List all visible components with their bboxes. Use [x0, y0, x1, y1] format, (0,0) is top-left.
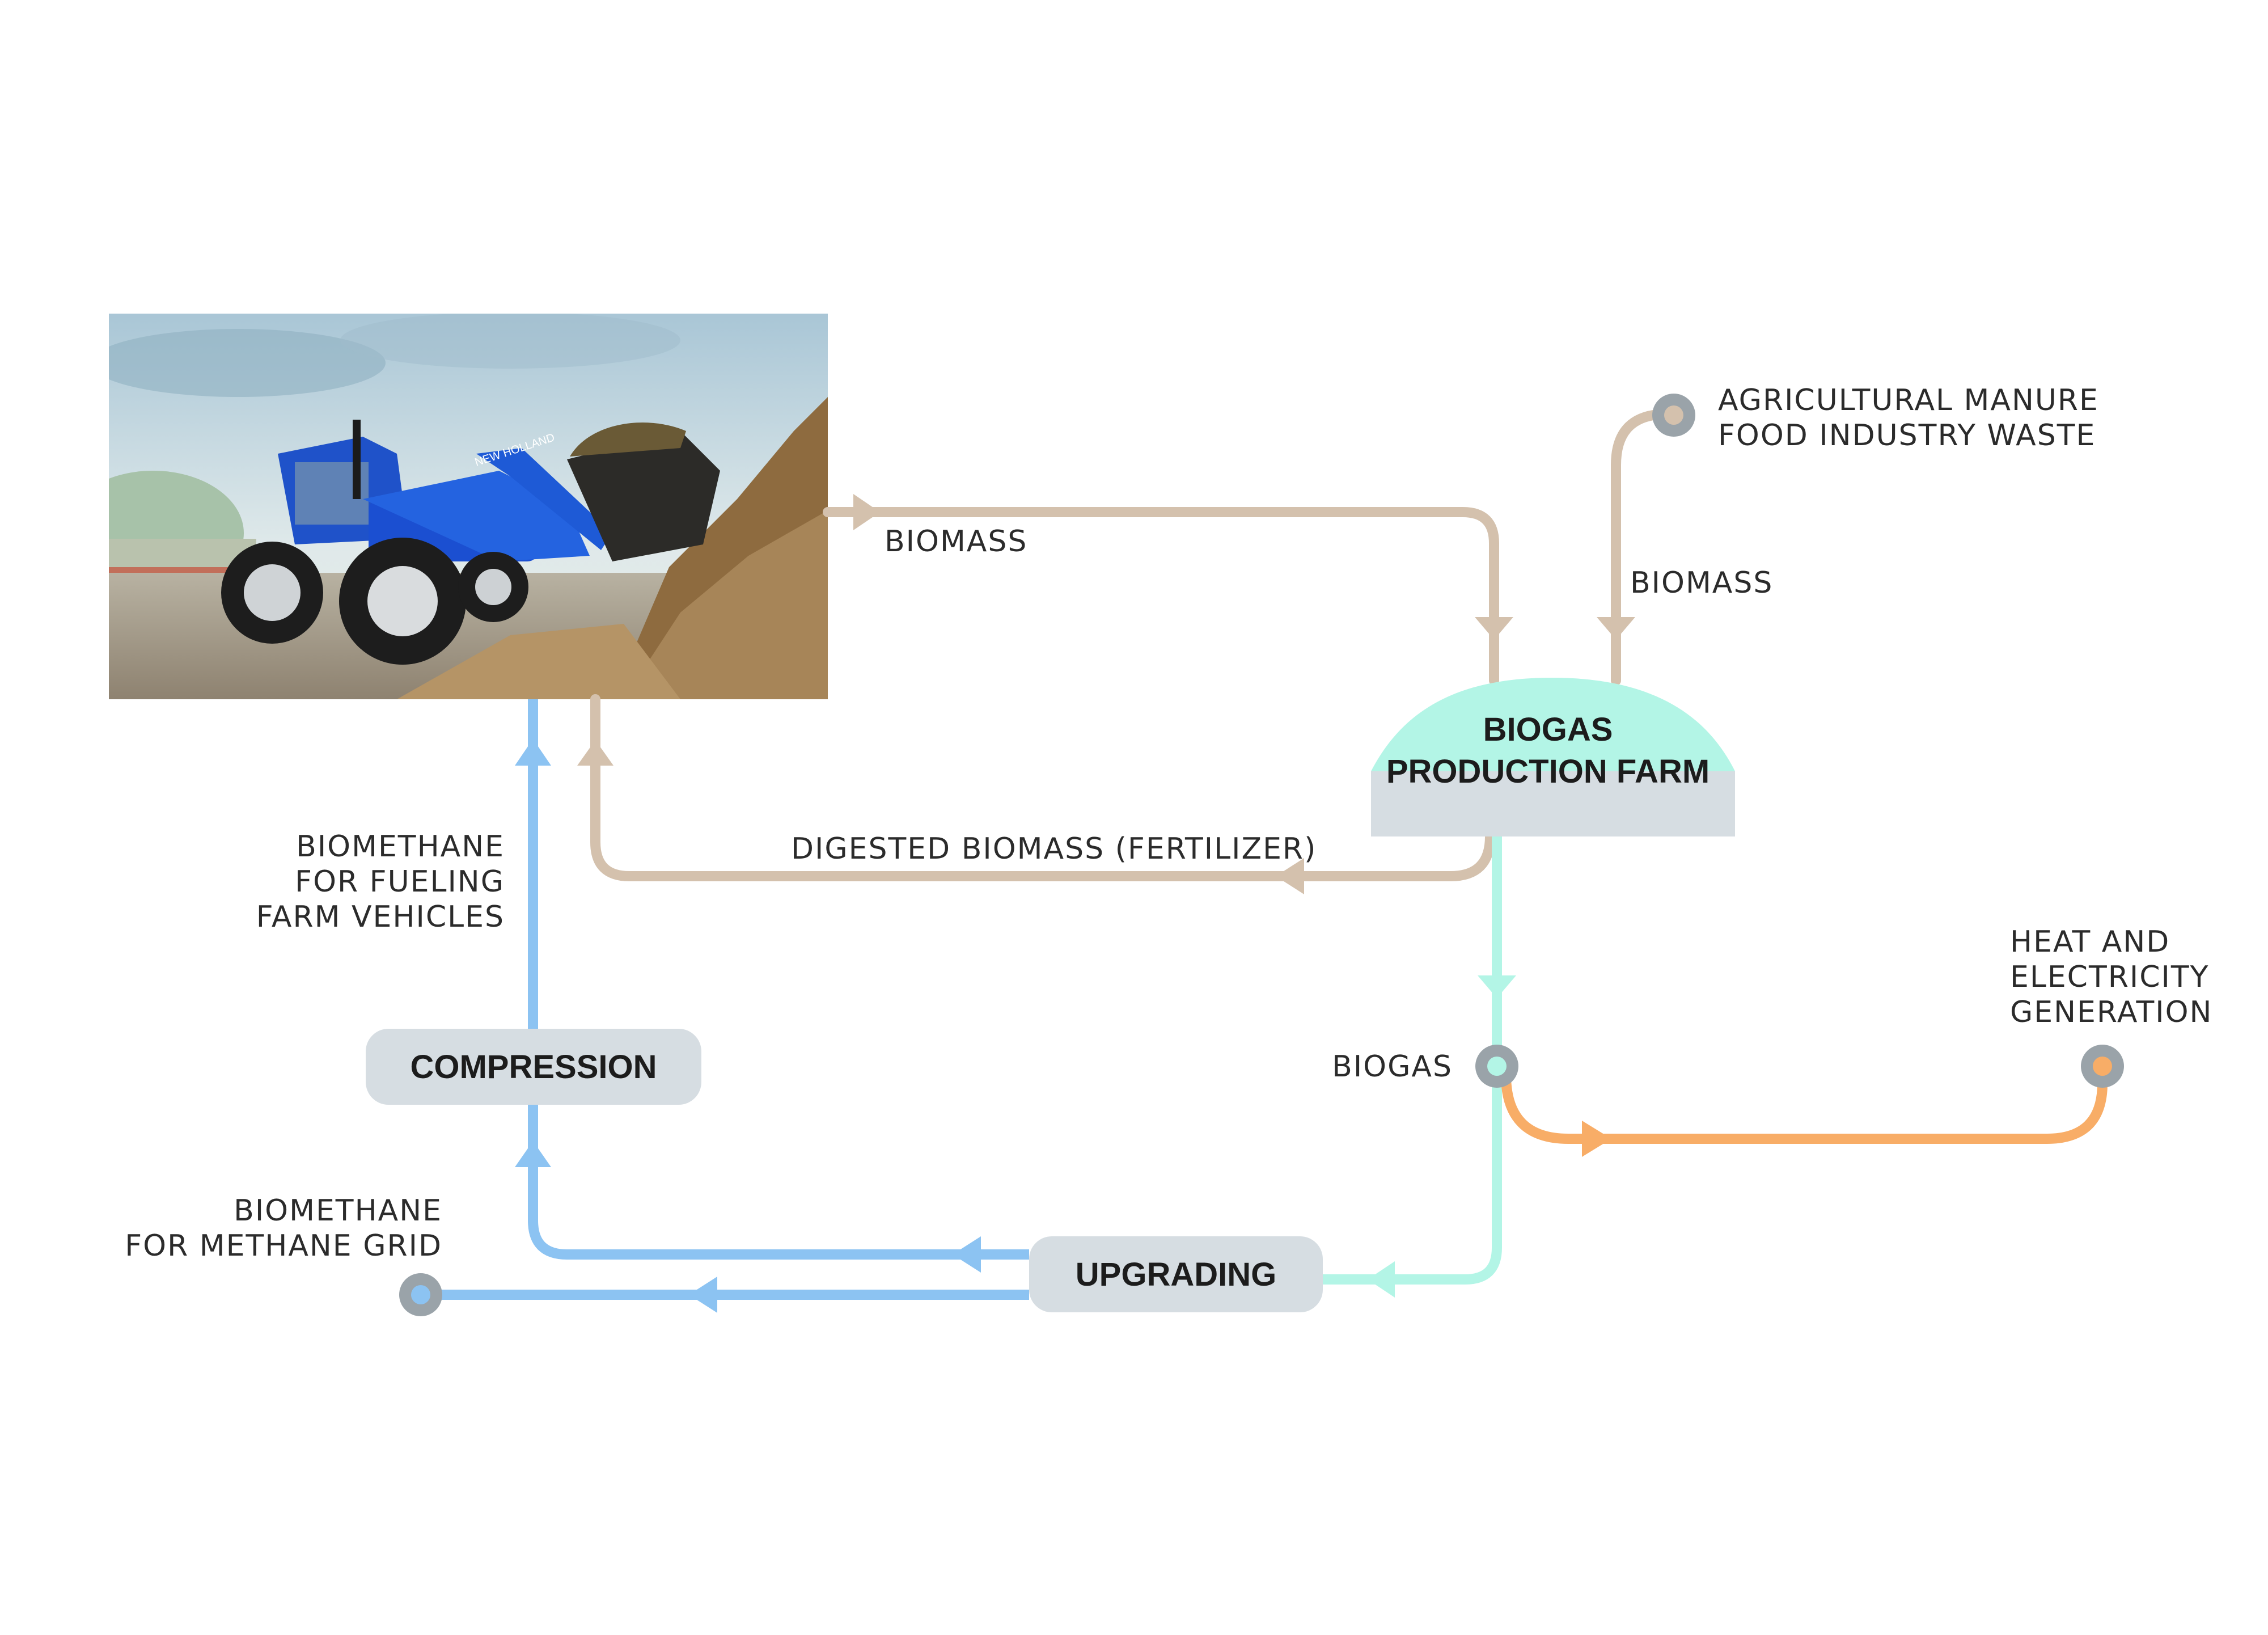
heat-node [2081, 1045, 2124, 1088]
farm-title-line1: BIOGAS [1483, 711, 1613, 748]
farm-title-line2: PRODUCTION FARM [1386, 753, 1710, 790]
tractor: NEW HOLLAND [221, 420, 720, 665]
biogas-label: BIOGAS [1332, 1050, 1453, 1084]
grid-line-2: FOR METHANE GRID [125, 1229, 442, 1263]
digested-biomass-label: DIGESTED BIOMASS (FERTILIZER) [791, 832, 1317, 866]
arrow-digested-up [577, 740, 613, 766]
upgrading-box: UPGRADING [1029, 1236, 1323, 1312]
biogas-flow [1323, 836, 1502, 1285]
arrow-compression-up [515, 1141, 551, 1167]
loader-bucket [567, 431, 720, 561]
arrow-heat-right [1582, 1121, 1611, 1157]
arrow-biomass-right [853, 494, 880, 530]
heat-electricity-flow [1501, 1072, 2108, 1144]
fueling-line-2: FOR FUELING [295, 865, 505, 899]
upgrading-label: UPGRADING [1075, 1256, 1277, 1293]
fueling-line-1: BIOMETHANE [296, 830, 505, 864]
arrow-methane-left-lower [689, 1277, 717, 1313]
arrow-biogas-down [1478, 975, 1516, 998]
farm-title: BIOGAS PRODUCTION FARM [1366, 709, 1729, 793]
farm-dome [1371, 678, 1735, 771]
biomass-label-right: BIOMASS [1630, 566, 1774, 600]
heat-label: HEAT AND ELECTRICITY GENERATION [2010, 924, 2212, 1030]
arrow-fueling-up [515, 739, 551, 766]
sources-line-1: AGRICULTURAL MANURE [1718, 383, 2099, 417]
biogas-node [1475, 1045, 1518, 1088]
digested-biomass-flow [590, 694, 1495, 881]
biogas-production-farm [1371, 678, 1735, 836]
biomass-flow-sources-to-farm [1611, 409, 1672, 686]
arrow-biomass-down-right [1597, 617, 1635, 640]
arrow-digested-left [1276, 858, 1304, 894]
biomass-flow-photo-to-farm [823, 507, 1499, 686]
farm-base [1371, 771, 1735, 836]
arrow-biomass-down-left [1475, 617, 1513, 640]
fueling-label: BIOMETHANE FOR FUELING FARM VEHICLES [227, 829, 505, 935]
heat-line-1: HEAT AND [2010, 925, 2170, 959]
compression-box: COMPRESSION [366, 1029, 701, 1105]
sources-label: AGRICULTURAL MANURE FOOD INDUSTRY WASTE [1718, 383, 2099, 453]
heat-line-2: ELECTRICITY [2010, 960, 2210, 994]
arrow-methane-left-upper [953, 1236, 981, 1273]
grid-node [399, 1273, 442, 1316]
biomass-label-top: BIOMASS [885, 525, 1028, 559]
biomethane-to-compression-flow [528, 1105, 1029, 1260]
sources-node [1652, 394, 1695, 437]
grid-label: BIOMETHANE FOR METHANE GRID [113, 1193, 442, 1264]
arrow-biogas-left [1368, 1261, 1395, 1298]
tractor-photo: NEW HOLLAND [109, 314, 828, 699]
heat-line-3: GENERATION [2010, 995, 2213, 1029]
compression-label: COMPRESSION [410, 1048, 657, 1085]
sources-line-2: FOOD INDUSTRY WASTE [1718, 419, 2096, 453]
fueling-line-3: FARM VEHICLES [256, 900, 505, 934]
grid-line-1: BIOMETHANE [234, 1194, 442, 1228]
